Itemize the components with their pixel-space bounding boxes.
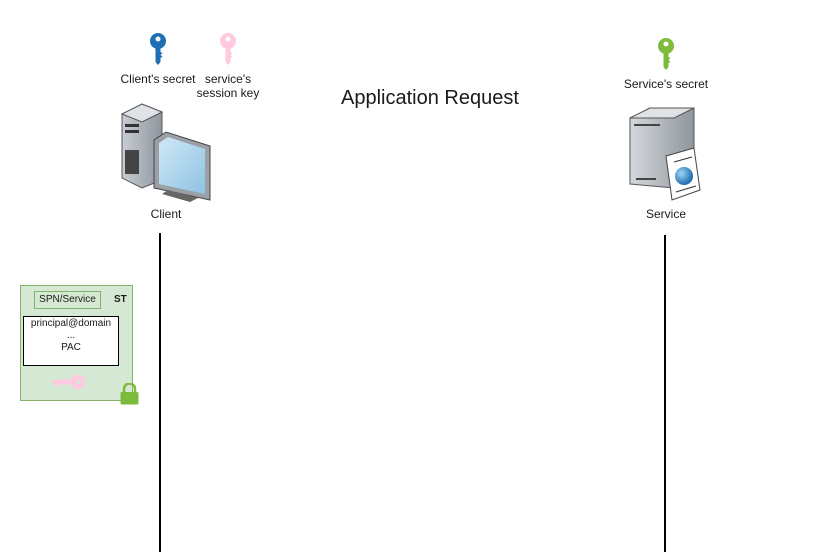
service-session-key-label: service's session key bbox=[193, 72, 263, 100]
session-key bbox=[52, 374, 86, 395]
desktop-computer-icon bbox=[120, 103, 211, 202]
service-actor bbox=[628, 106, 704, 202]
diagram-title: Application Request bbox=[341, 87, 519, 109]
client-secret-label: Client's secret bbox=[120, 72, 196, 86]
key-icon bbox=[220, 33, 236, 65]
key-icon bbox=[658, 38, 674, 70]
label-line: service's bbox=[204, 72, 252, 86]
ticket-pac: PAC bbox=[61, 342, 81, 353]
service-session-key bbox=[218, 32, 238, 66]
key-icon bbox=[52, 375, 85, 389]
client-label: Client bbox=[150, 207, 182, 221]
lock-icon-wrapper bbox=[120, 382, 139, 410]
client-secret-key bbox=[148, 32, 168, 66]
web-server-icon bbox=[629, 107, 701, 201]
key-icon bbox=[150, 33, 166, 65]
service-lifeline bbox=[664, 235, 666, 552]
service-label: Service bbox=[645, 207, 686, 221]
service-secret-key bbox=[656, 37, 676, 71]
client-actor bbox=[118, 102, 212, 202]
ticket-principal: principal@domain bbox=[30, 318, 112, 329]
ticket-type-label: ST bbox=[114, 294, 127, 305]
label-line: session key bbox=[196, 86, 260, 100]
service-ticket: SPN/Service ST principal@domain ... PAC bbox=[20, 285, 139, 405]
spn-field: SPN/Service bbox=[34, 291, 101, 309]
service-secret-label: Service's secret bbox=[623, 77, 709, 91]
ticket-ellipsis: ... bbox=[66, 330, 76, 341]
ticket-content-box: principal@domain ... PAC bbox=[23, 316, 119, 366]
lock-icon bbox=[120, 382, 139, 405]
client-lifeline bbox=[159, 233, 161, 552]
